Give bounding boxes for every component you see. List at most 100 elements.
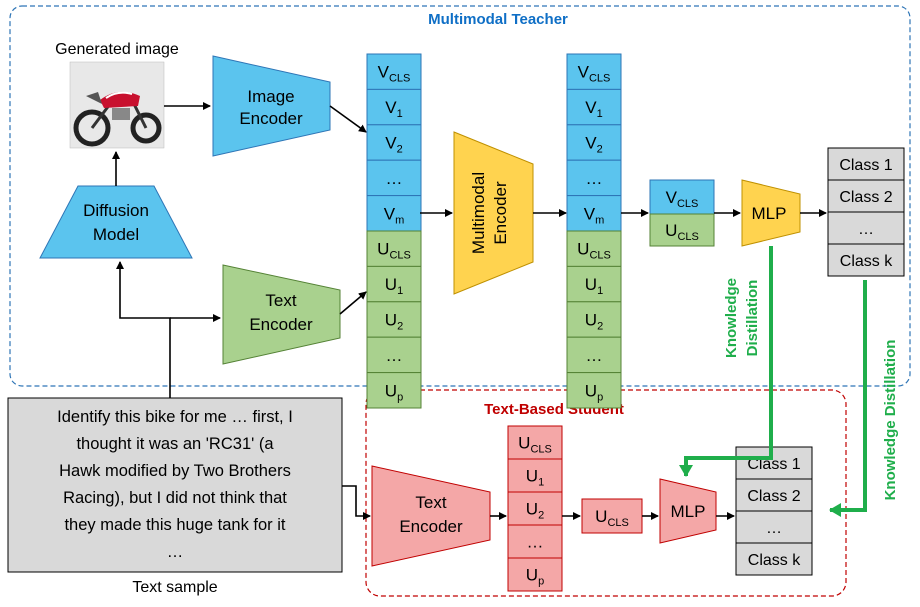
distillation-label-1a: Knowledge [723, 278, 740, 358]
student-token-2-label: U2 [526, 500, 544, 522]
output-token-u-2: U2 [566, 301, 622, 338]
cls-pair-u-box [649, 213, 715, 247]
input-token-u-1: U1 [366, 265, 422, 303]
input-token-v-4-box [366, 195, 422, 232]
text-sample-line-2: thought it was an 'RC31' (a [76, 435, 274, 453]
student-class-2: … [735, 510, 813, 544]
teacher-class-3-label: Class k [840, 253, 893, 270]
cls-pair-v: VCLS [649, 179, 715, 215]
input-token-v-3: … [366, 159, 422, 197]
student-cls-box [581, 498, 643, 534]
teacher-title: Multimodal Teacher [428, 11, 568, 28]
teacher-mlp-label: MLP [752, 204, 787, 223]
arrow-image-encoder-to-tokens [329, 105, 367, 133]
teacher-class-0: Class 1 [827, 147, 905, 181]
student-text-encoder-label-2: Encoder [399, 517, 463, 536]
output-token-u-3: … [566, 336, 622, 374]
input-token-u-0-label: UCLS [377, 240, 411, 262]
output-token-u-4-box [566, 372, 622, 409]
input-token-v-2: V2 [366, 124, 422, 161]
output-token-u-4: Up [566, 372, 622, 409]
input-token-u-0: UCLS [366, 230, 422, 267]
diffusion-model-block [39, 185, 193, 259]
generated-image [69, 61, 165, 149]
teacher-class-2: … [827, 211, 905, 245]
student-token-4: Up [507, 557, 563, 592]
text-sample-box [7, 397, 343, 573]
input-token-u-2-box [366, 301, 422, 338]
cls-pair-u: UCLS [649, 213, 715, 247]
output-token-v-4-box [566, 195, 622, 232]
flow-arrows [112, 102, 827, 520]
diffusion-model-label-2: Model [93, 225, 139, 244]
teacher-text-encoder-label-1: Text [265, 291, 296, 310]
output-token-u-4-label: Up [585, 381, 603, 403]
output-token-u-0-box [566, 230, 622, 267]
distillation-arrow-classes [829, 280, 867, 517]
student-cls: UCLS [581, 498, 643, 534]
output-token-v-1-box [566, 88, 622, 126]
image-encoder-label-1: Image [247, 87, 294, 106]
text-sample-line-1: Identify this bike for me … first, I [57, 408, 293, 426]
distillation-label-1b: Distillation [744, 280, 761, 357]
input-token-v-0: VCLS [366, 53, 422, 90]
output-token-v-3-label: … [586, 169, 603, 188]
student-token-0: UCLS [507, 425, 563, 460]
input-token-u-1-label: U1 [385, 275, 403, 297]
student-class-0-box [735, 446, 813, 480]
student-token-3: … [507, 524, 563, 559]
input-token-v-4-label: Vm [384, 204, 405, 226]
input-token-u-3-box [366, 336, 422, 374]
student-token-1-label: U1 [526, 467, 544, 489]
student-text-encoder-label-1: Text [415, 493, 446, 512]
output-token-u-0-label: UCLS [577, 240, 611, 262]
student-class-3-box [735, 542, 813, 576]
diffusion-model-label-1: Diffusion [83, 201, 149, 220]
student-class-0: Class 1 [735, 446, 813, 480]
input-token-u-4: Up [366, 372, 422, 409]
cls-pair-v-box [649, 179, 715, 215]
input-token-u-3-label: … [386, 346, 403, 365]
student-mlp-block [659, 478, 717, 544]
student-token-2: U2 [507, 491, 563, 526]
student-token-4-box [507, 557, 563, 592]
input-token-u-2: U2 [366, 301, 422, 338]
student-mlp-label: MLP [671, 502, 706, 521]
teacher-class-1-label: Class 2 [839, 189, 892, 206]
input-token-v-0-label: VCLS [378, 63, 411, 85]
teacher-class-3-box [827, 243, 905, 277]
student-token-1-box [507, 458, 563, 493]
teacher-mlp-block [741, 179, 801, 247]
student-text-encoder-block [371, 465, 491, 567]
arrow-text-encoder-to-tokens [339, 291, 367, 315]
input-token-v-1: V1 [366, 88, 422, 126]
output-token-v-2-label: V2 [585, 134, 602, 156]
student-token-0-box [507, 425, 563, 460]
input-token-v-3-label: … [386, 169, 403, 188]
output-token-u-1-label: U1 [585, 275, 603, 297]
distillation-arrow-mlp [679, 246, 773, 477]
text-sample-caption: Text sample [132, 579, 217, 596]
teacher-class-1: Class 2 [827, 179, 905, 213]
text-sample-line-6: … [167, 543, 184, 561]
output-token-u-2-label: U2 [585, 311, 603, 333]
input-token-u-4-box [366, 372, 422, 409]
output-token-u-1: U1 [566, 265, 622, 303]
teacher-text-encoder-block [222, 264, 341, 365]
output-token-v-4: Vm [566, 195, 622, 232]
distillation-label-2: Knowledge Distillation [882, 340, 899, 501]
output-token-u-3-box [566, 336, 622, 374]
generated-image-label: Generated image [55, 41, 179, 58]
cls-pair-v-label: VCLS [666, 188, 699, 210]
text-sample-line-4: Racing), but I did not think that [63, 489, 287, 507]
teacher-class-3: Class k [827, 243, 905, 277]
output-token-v-2: V2 [566, 124, 622, 161]
cls-pair: VCLS UCLS [649, 179, 715, 247]
input-token-u-3: … [366, 336, 422, 374]
output-token-v-0-box [566, 53, 622, 90]
output-token-v-1-label: V1 [585, 98, 602, 120]
teacher-text-encoder-label-2: Encoder [249, 315, 313, 334]
